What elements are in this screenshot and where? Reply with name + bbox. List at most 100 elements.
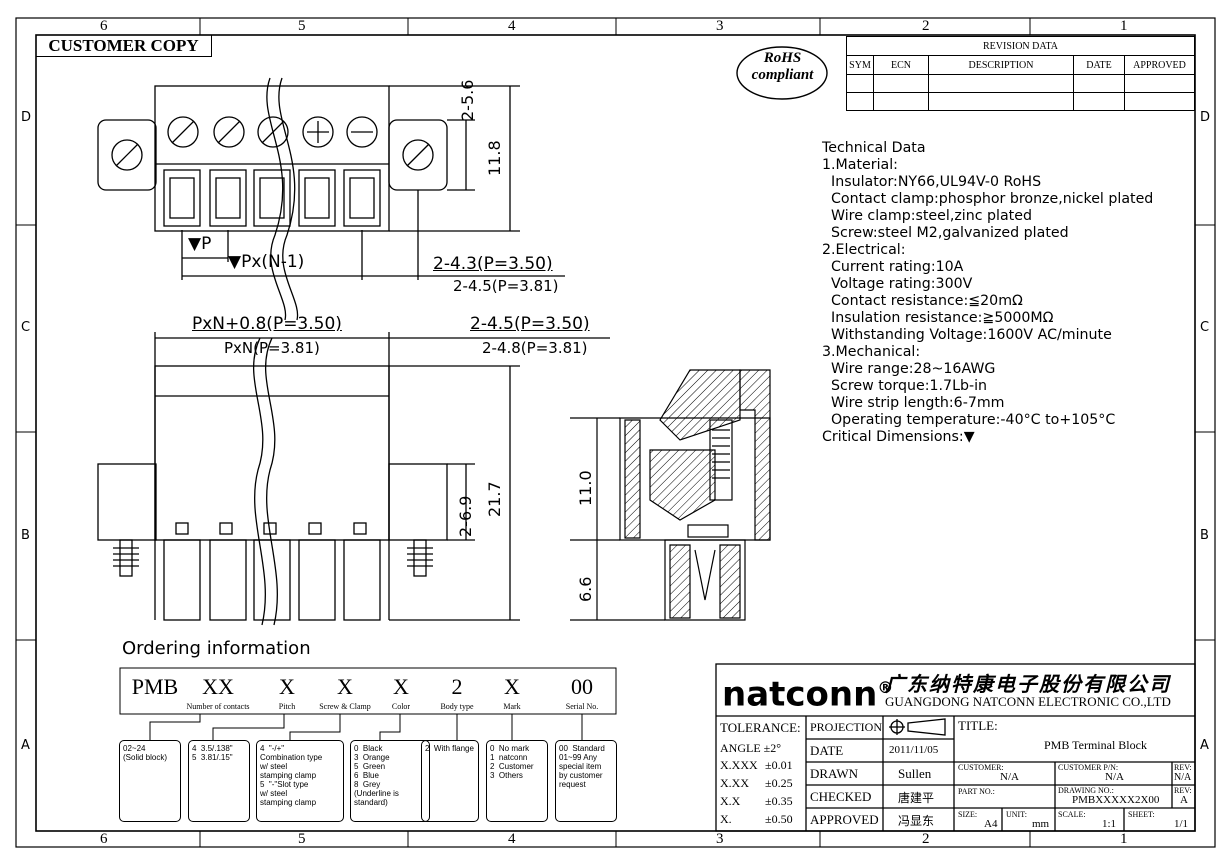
dim-mid-len-b: PxN(P=3.81) (224, 339, 320, 357)
ordering-code: PMB (131, 674, 179, 699)
ordering-code: X (279, 674, 295, 699)
row-label-b: B (21, 528, 30, 543)
col-label-4: 4 (508, 18, 516, 34)
ordering-code: X (393, 674, 409, 699)
tech-line: Wire strip length:6-7mm (822, 395, 1005, 411)
tech-line: Wire clamp:steel,zinc plated (822, 208, 1032, 224)
ordering-leaders (119, 667, 617, 740)
rohs-line1: RoHS (763, 50, 802, 66)
ordering-code: XX (202, 674, 234, 699)
ordering-caption: Number of contacts (186, 702, 250, 711)
tech-line: Voltage rating:300V (822, 276, 973, 292)
ordering-option-box: 02~24 (Solid block) (119, 740, 181, 822)
rev-label: REV: (1174, 786, 1192, 795)
tolerance-key: X. (720, 812, 732, 826)
row-label-d: D (21, 110, 32, 125)
top-view (97, 77, 565, 321)
tech-line: 2.Electrical: (822, 242, 906, 258)
projection-label: PROJECTION (810, 720, 883, 734)
dim-top-h2: 11.8 (485, 140, 504, 176)
dim-side-h2: 6.6 (576, 576, 595, 602)
col-label-2: 2 (922, 18, 930, 34)
col-label-3: 3 (716, 18, 724, 34)
drawn-value: Sullen (898, 766, 932, 781)
ordering-option-box: 4 3.5/.138" 5 3.81/.15" (188, 740, 250, 822)
rev-col-approved: APPROVED (1124, 55, 1195, 75)
row-label-c-right: C (1200, 320, 1210, 335)
ordering-option-box: 4 "-/+" Combination type w/ steel stampi… (256, 740, 344, 822)
scale-label: SCALE: (1058, 810, 1086, 819)
tech-line: Contact resistance:≦20mΩ (822, 293, 1023, 309)
col-label-5-bottom: 5 (298, 831, 306, 847)
title-label: TITLE: (958, 718, 998, 733)
ordering-option-box: 2 With flange (421, 740, 479, 822)
rev-top-label: REV: (1174, 763, 1192, 772)
tech-line: 1.Material: (822, 157, 898, 173)
dim-mid-right-a: 2-4.5(P=3.50) (470, 314, 590, 334)
brand-reg: ® (877, 678, 894, 697)
ordering-code: X (337, 674, 353, 699)
ordering-caption: Mark (503, 702, 521, 711)
tolerance-value: ±0.35 (765, 794, 793, 808)
drawing-no-label: DRAWING NO.: (1058, 786, 1114, 795)
rev-top-value: N/A (1174, 772, 1192, 783)
row-label-a: A (21, 738, 30, 753)
angle-tolerance: ANGLE ±2° (720, 741, 782, 755)
ordering-caption: Color (391, 702, 411, 711)
drawn-label: DRAWN (810, 766, 859, 781)
col-label-6: 6 (100, 18, 108, 34)
size-label: SIZE: (958, 810, 978, 819)
dim-top-h1-text: 2-5.6 (458, 79, 477, 121)
date-label: DATE (810, 743, 844, 758)
tech-line: Screw:steel M2,galvanized plated (822, 225, 1069, 241)
customer-pn-label: CUSTOMER P/N: (1058, 763, 1119, 772)
rohs-label: RoHS compliant (745, 50, 820, 84)
rohs-ellipse (736, 46, 828, 100)
tolerance-value: ±0.25 (765, 776, 793, 790)
dim-top-right-a: 2-4.3(P=3.50) (433, 254, 553, 274)
tech-line: Insulator:NY66,UL94V-0 RoHS (822, 174, 1042, 190)
date-value: 2011/11/05 (889, 744, 939, 756)
company-en: GUANGDONG NATCONN ELECTRONIC CO.,LTD (885, 694, 1171, 709)
tech-line: Insulation resistance:≧5000MΩ (822, 310, 1054, 326)
tolerance-value: ±0.50 (765, 812, 793, 826)
brand-name: natconn (722, 674, 878, 715)
dim-pitch: ▼P (188, 234, 212, 254)
tolerance-value: ±0.01 (765, 758, 793, 772)
tolerance-key: X.X (720, 794, 741, 808)
tolerance-label: TOLERANCE: (720, 720, 801, 735)
tech-line: Withstanding Voltage:1600V AC/minute (822, 327, 1112, 343)
tolerance-key: X.XX (720, 776, 749, 790)
ordering-option-box: 0 Black 3 Orange 5 Green 6 Blue 8 Grey (… (350, 740, 430, 822)
dim-side-h1: 11.0 (576, 470, 595, 506)
tech-line: 3.Mechanical: (822, 344, 921, 360)
customer-copy-label: CUSTOMER COPY (36, 35, 212, 57)
tech-line: Current rating:10A (822, 259, 964, 275)
ordering-title: Ordering information (122, 638, 311, 659)
sheet-value: 1/1 (1174, 818, 1189, 830)
dim-mid-len-a: PxN+0.8(P=3.50) (192, 314, 342, 334)
checked-value: 唐建平 (898, 791, 935, 805)
tolerance-key: X.XXX (720, 758, 758, 772)
checked-label: CHECKED (810, 789, 872, 804)
dim-front-h2: 21.7 (485, 481, 504, 517)
drawing-no-value: PMBXXXXX2X00 (1072, 794, 1160, 806)
col-label-2-bottom: 2 (922, 831, 930, 847)
front-view (97, 332, 610, 626)
revision-title: REVISION DATA (846, 36, 1195, 56)
side-view (570, 369, 771, 621)
size-value: A4 (984, 818, 998, 830)
brand-logo: natconn® (722, 668, 893, 714)
unit-value: mm (1032, 818, 1050, 830)
col-label-1: 1 (1120, 18, 1128, 34)
dim-top-right-b: 2-4.5(P=3.81) (453, 277, 559, 295)
rev-col-ecn: ECN (873, 55, 929, 75)
col-label-1-bottom: 1 (1120, 831, 1128, 847)
title-block-frame (715, 663, 1196, 832)
col-label-4-bottom: 4 (508, 831, 516, 847)
ordering-option-box: 00 Standard 01~99 Any special item by cu… (555, 740, 617, 822)
ordering-code: 00 (571, 674, 593, 699)
tech-line: Technical Data (822, 140, 926, 156)
ordering-code: X (504, 674, 520, 699)
